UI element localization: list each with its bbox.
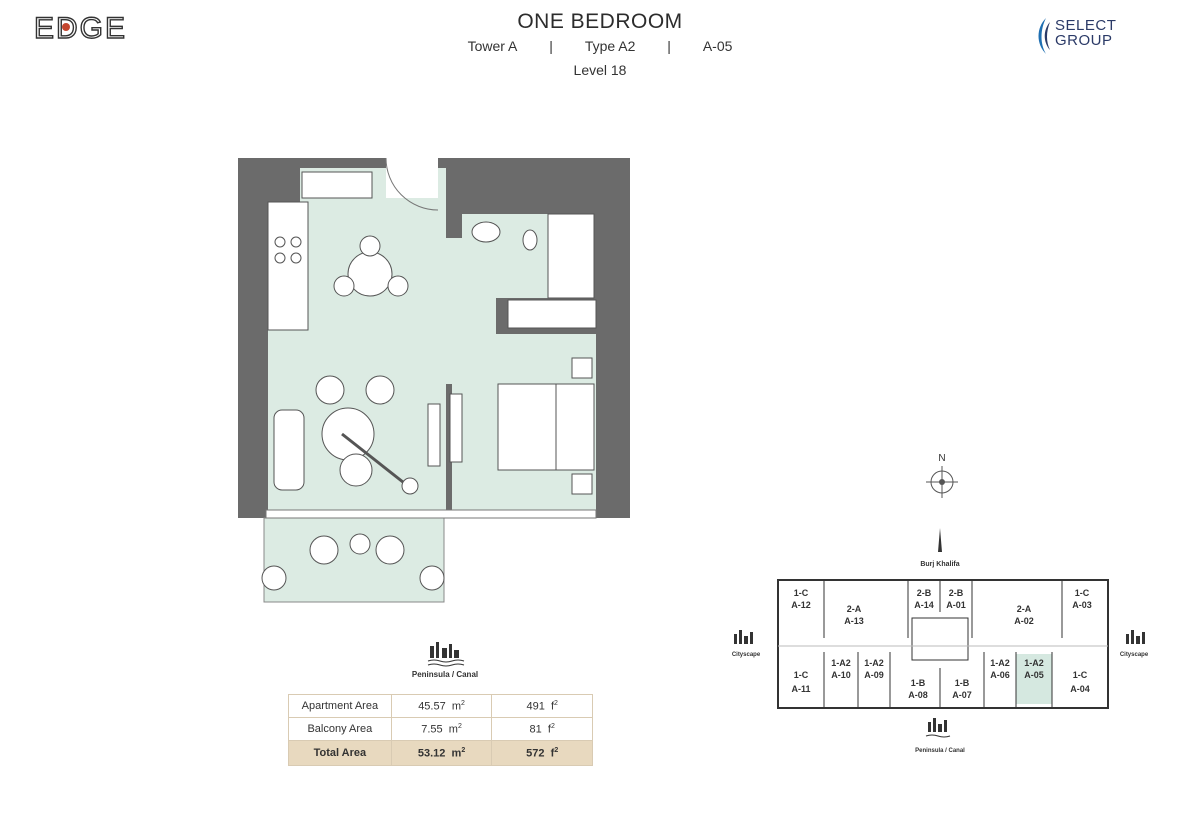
table-row-total: Total Area 53.12 m2 572 f2 [288,740,593,766]
orientation-label: Peninsula / Canal [411,670,479,679]
unit-type: 1-A2 [831,658,851,668]
unit-number: A-13 [844,616,864,626]
unit-number: A-05 [1024,670,1044,680]
unit-number: A-06 [990,670,1010,680]
area-label: Balcony Area [288,717,392,741]
unit-label: A-05 [702,38,733,54]
level-label: Level 18 [573,62,627,78]
key-plan: Burj Khalifa 1-C A-12 2-A A-13 2-B A-14 … [732,528,1149,754]
unit-type: 1-A2 [990,658,1010,668]
area-sqm: 45.57 m2 [390,694,493,718]
developer-name: SELECT GROUP [1055,18,1116,48]
cityscape-left-label: Cityscape [732,652,761,658]
separator: | [667,38,671,54]
unit-number: A-02 [1014,616,1034,626]
developer-line2: GROUP [1055,32,1113,49]
select-group-logo [1038,18,1050,54]
unit-number: A-04 [1070,684,1090,694]
floor-plan [238,158,630,603]
unit-type: 2-B [949,588,964,598]
separator: | [549,38,553,54]
compass-icon: N [926,453,958,498]
unit-number: A-09 [864,670,884,680]
page-title: ONE BEDROOM [517,10,683,33]
cityscape-right-label: Cityscape [1120,652,1149,658]
unit-type: 2-A [847,604,862,614]
unit-type: 1-A2 [1024,658,1044,668]
burj-khalifa-label: Burj Khalifa [920,561,959,568]
balcony-floor [263,517,445,603]
developer-line1: SELECT [1055,17,1117,34]
unit-number: A-11 [791,684,810,694]
unit-type: 1-B [955,678,970,688]
type-label: Type A2 [584,38,636,54]
skyline-water-icon [427,642,465,667]
table-row: Balcony Area 7.55 m2 81 f2 [288,717,593,741]
edge-logo: EDGE [34,11,127,44]
table-row: Apartment Area 45.57 m2 491 f2 [288,694,593,718]
building-outline [777,579,1109,709]
unit-type: 2-B [917,588,932,598]
area-sqm: 7.55 m2 [390,717,493,741]
tower-label: Tower A [467,38,518,54]
area-sqm: 53.12 m2 [390,740,493,766]
unit-number: A-01 [946,600,966,610]
peninsula-canal-label: Peninsula / Canal [915,748,965,754]
unit-type: 1-B [911,678,926,688]
area-sqft: 491 f2 [491,694,593,718]
unit-type: 1-C [794,670,809,680]
north-label: N [938,453,945,464]
unit-subtitle: Tower A | Type A2 | A-05 [0,38,1200,54]
area-label: Total Area [288,740,392,766]
unit-type: 1-C [1073,670,1088,680]
area-label: Apartment Area [288,694,392,718]
unit-number: A-03 [1072,600,1092,610]
area-sqft: 572 f2 [491,740,593,766]
unit-number: A-08 [908,690,928,700]
unit-number: A-14 [914,600,934,610]
unit-type: 1-C [794,588,809,598]
highlighted-unit [1016,654,1052,704]
svg-text:EDGE: EDGE [34,12,127,44]
unit-number: A-12 [791,600,811,610]
unit-number: A-07 [952,690,972,700]
entrance [386,158,438,198]
unit-type: 2-A [1017,604,1032,614]
unit-number: A-10 [831,670,851,680]
area-table: Apartment Area 45.57 m2 491 f2 Balcony A… [288,694,593,766]
unit-type: 1-A2 [864,658,884,668]
unit-type: 1-C [1075,588,1090,598]
area-sqft: 81 f2 [491,717,593,741]
